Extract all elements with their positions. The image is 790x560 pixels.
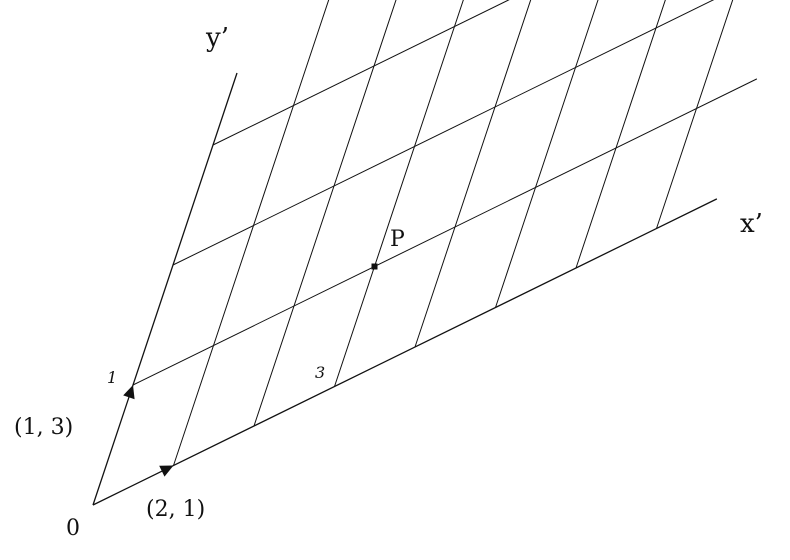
grid-line-y2 (173, 0, 790, 265)
axes (93, 73, 717, 505)
grid-line-x4 (415, 0, 575, 347)
y-prime-axis (93, 73, 237, 505)
grid-lines (133, 0, 790, 466)
grid-line-x1 (174, 0, 334, 466)
basis-arrows (123, 385, 173, 477)
y-prime-axis-label: y’ (205, 23, 229, 53)
point-p-label: P (390, 227, 405, 252)
x-prime-axis-label: x’ (740, 209, 763, 239)
grid-line-y1 (133, 79, 757, 385)
grid-line-x6 (576, 0, 736, 268)
grid-line-x5 (496, 0, 656, 308)
origin-label: 0 (66, 516, 80, 541)
point-p-marker (372, 264, 378, 270)
grid-line-x7 (657, 0, 790, 229)
x-prime-axis (93, 199, 717, 505)
y-basis-vector-label: (1, 3) (14, 415, 73, 440)
grid-line-y3 (213, 0, 790, 145)
grid-line-x3 (335, 0, 495, 387)
x-basis-vector-label: (2, 1) (146, 497, 205, 522)
y-basis-arrowhead (123, 385, 134, 399)
y-axis-tick-label: 1 (107, 368, 117, 387)
x-axis-tick-label: 3 (315, 363, 325, 382)
